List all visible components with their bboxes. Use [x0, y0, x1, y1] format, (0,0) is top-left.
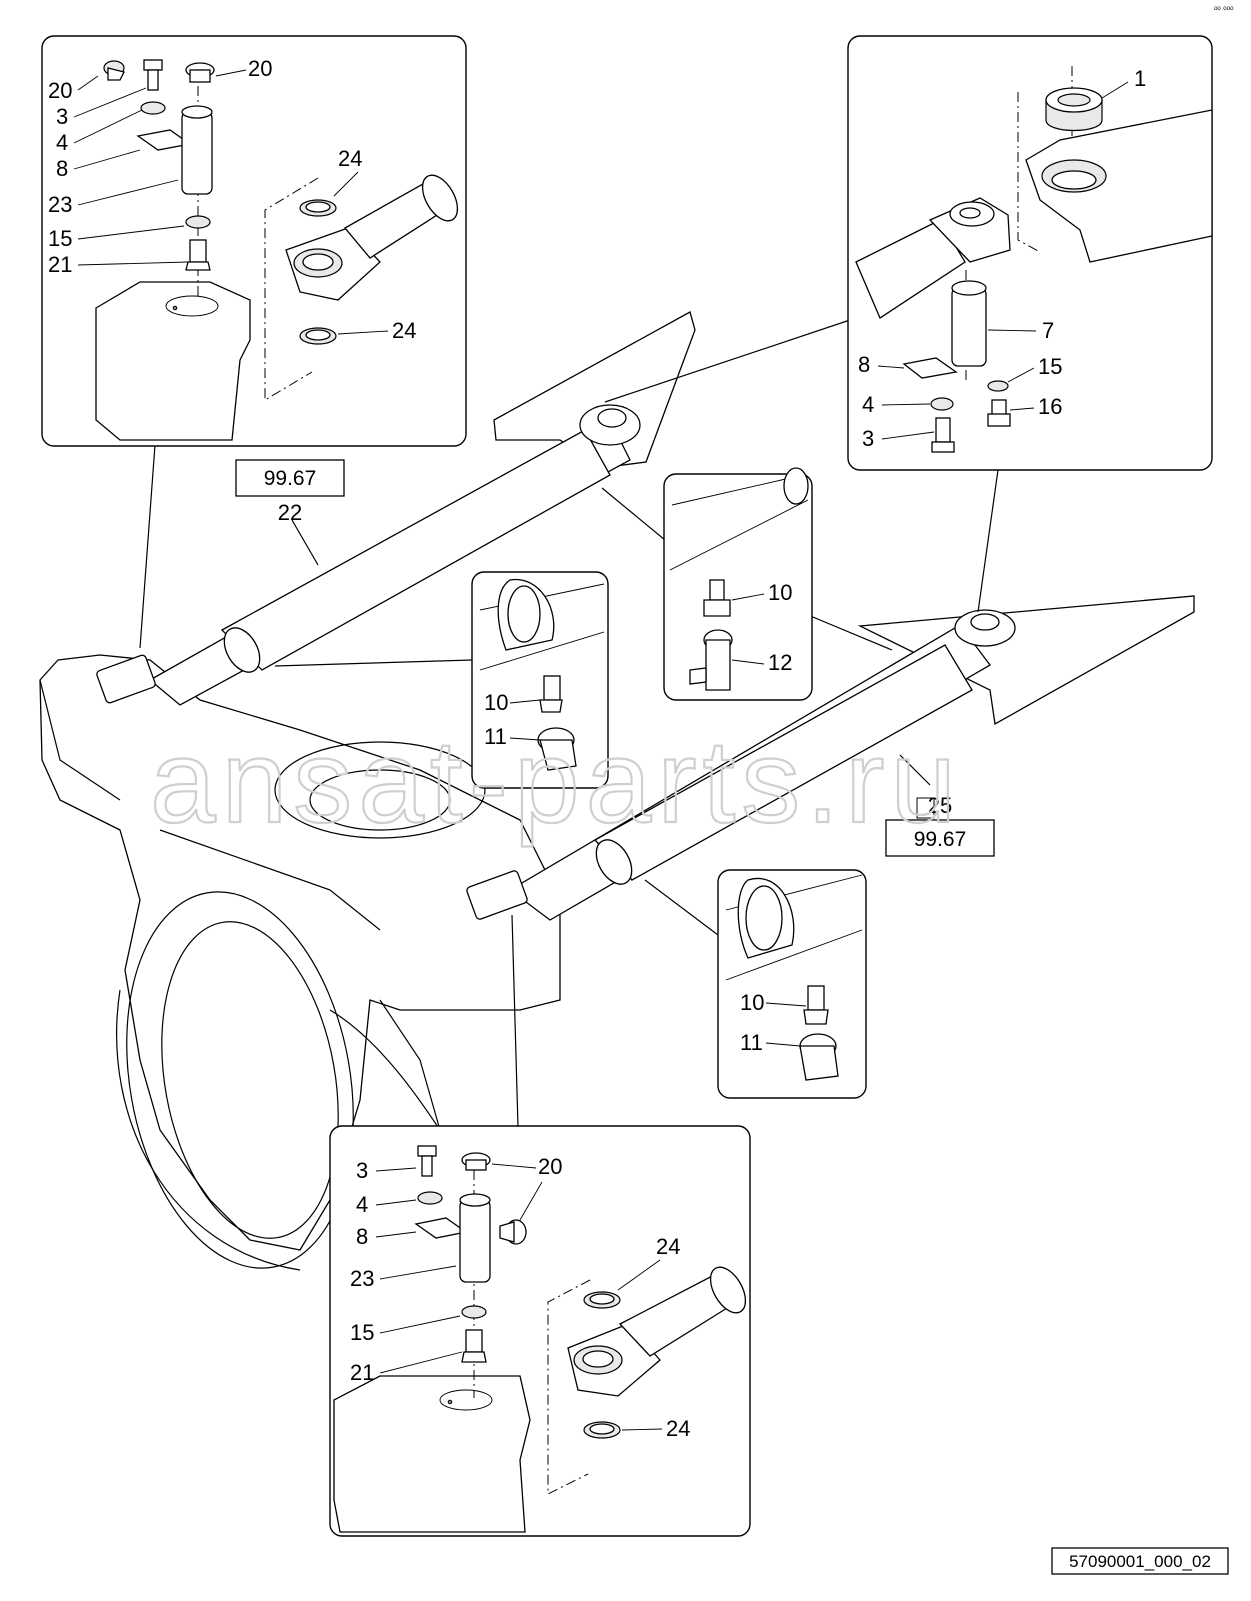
- detail-panel-top-right: 1 7 8 15 4 16 3: [847, 35, 1213, 471]
- callout-24b: 24: [666, 1416, 690, 1441]
- callout-24a: 24: [338, 146, 362, 171]
- axle-housing: [39, 311, 1195, 1271]
- callout-11: 11: [740, 1030, 763, 1055]
- callout-15: 15: [1038, 354, 1062, 379]
- detail-panel-middle-center: 10 11: [471, 571, 609, 789]
- callout-20: 20: [538, 1154, 562, 1179]
- detail-panel-top-left: 20 20 3 4 8 23 15 21 24 24: [41, 35, 467, 447]
- callout-8: 8: [858, 352, 870, 377]
- steering-cylinder-22: [96, 404, 641, 706]
- ref-code: 99.67: [914, 828, 967, 851]
- drawing-number: 57090001_000_02: [1069, 1552, 1211, 1571]
- callout-23: 23: [48, 192, 72, 217]
- callout-3: 3: [56, 104, 68, 129]
- callout-20b: 20: [248, 56, 272, 81]
- callout-20a: 20: [48, 78, 72, 103]
- callout-8: 8: [56, 156, 68, 181]
- callout-10: 10: [484, 690, 508, 715]
- detail-panel-bottom-right: 10 11: [717, 869, 867, 1099]
- callout-4: 4: [862, 392, 874, 417]
- callout-21: 21: [350, 1360, 374, 1385]
- callout-8: 8: [356, 1224, 368, 1249]
- callout-1: 1: [1134, 66, 1146, 91]
- callout-10: 10: [740, 990, 764, 1015]
- item-label: 25: [928, 793, 952, 818]
- callout-10: 10: [768, 580, 792, 605]
- watermark: ansat-parts.ru: [150, 716, 962, 848]
- callout-24a: 24: [656, 1234, 680, 1259]
- callout-4: 4: [356, 1192, 368, 1217]
- corner-mark: ᵒᵒ ᵒᵒᵒ: [1214, 4, 1234, 14]
- callout-7: 7: [1042, 318, 1054, 343]
- callout-21: 21: [48, 252, 72, 277]
- callout-15: 15: [48, 226, 72, 251]
- callout-15: 15: [350, 1320, 374, 1345]
- reference-box-22: 99.67 22: [235, 459, 345, 525]
- callout-3: 3: [356, 1158, 368, 1183]
- callout-23: 23: [350, 1266, 374, 1291]
- detail-panel-bottom-center: 3 20 4 8 23 15 21 24 24: [329, 1125, 751, 1537]
- callout-24b: 24: [392, 318, 416, 343]
- callout-16: 16: [1038, 394, 1062, 419]
- callout-3: 3: [862, 426, 874, 451]
- drawing-number-box: 57090001_000_02: [1051, 1547, 1229, 1575]
- ref-code: 99.67: [264, 467, 317, 490]
- steering-cylinder-25: [466, 609, 1016, 921]
- item-label: 22: [278, 500, 302, 525]
- callout-4: 4: [56, 130, 68, 155]
- reference-box-25: 25 99.67: [885, 793, 995, 857]
- detail-panel-middle-right: 10 12: [663, 467, 813, 701]
- callout-12: 12: [768, 650, 792, 675]
- callout-11: 11: [484, 724, 507, 749]
